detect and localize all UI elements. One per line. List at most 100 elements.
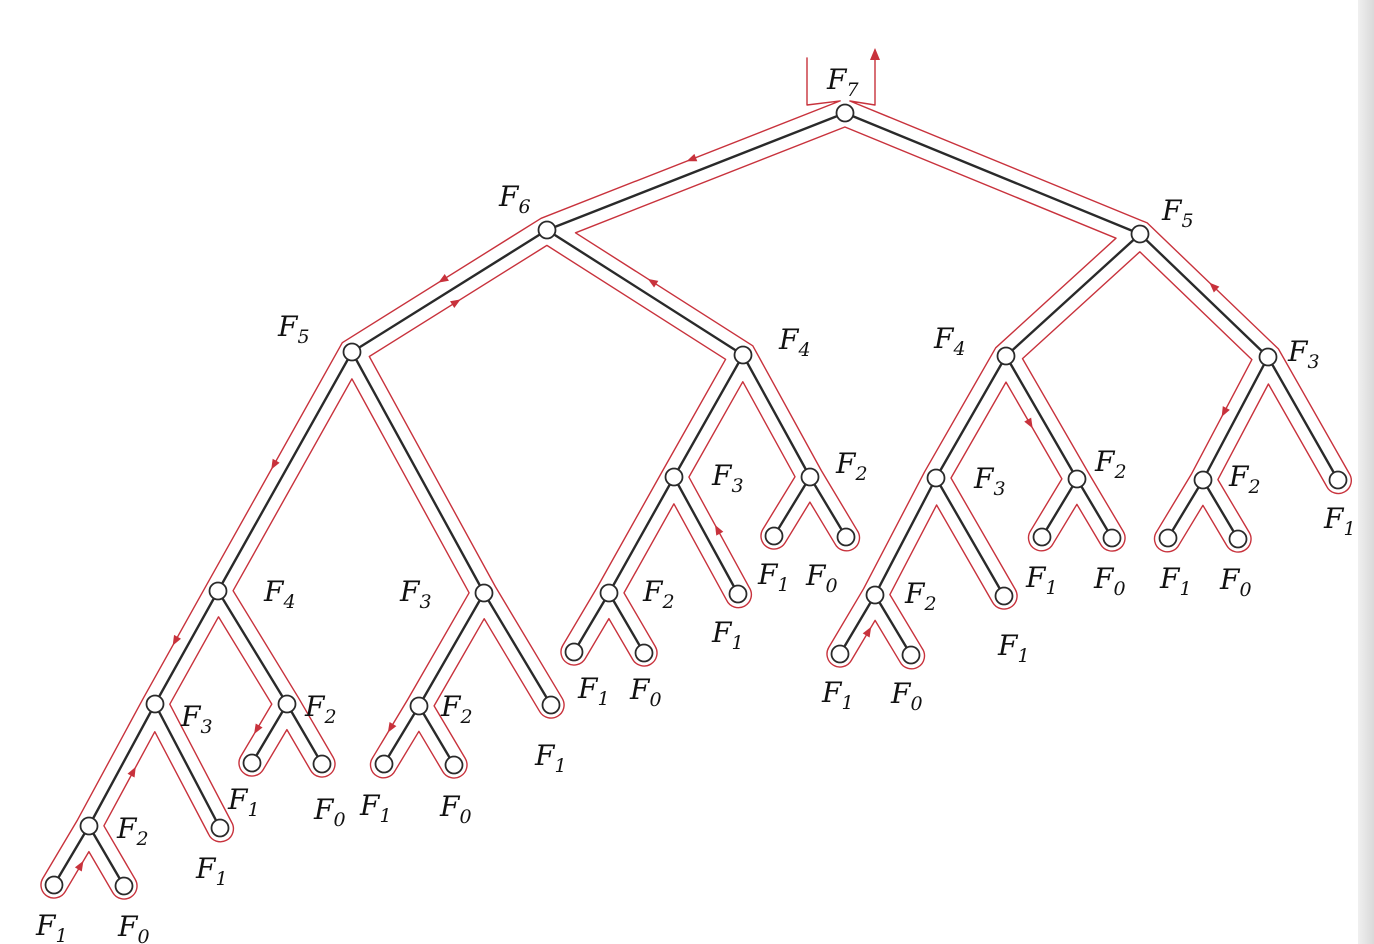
call-node-f1	[44, 875, 64, 895]
call-node-f2	[277, 694, 297, 714]
call-node-f2	[409, 696, 429, 716]
label-subscript: 2	[459, 706, 472, 728]
tree-edge	[382, 704, 421, 766]
call-node-f5	[1130, 224, 1150, 244]
call-node-f4	[733, 345, 753, 365]
call-node-f1	[541, 695, 561, 715]
label-subscript: 1	[1017, 645, 1029, 667]
call-node-f0	[836, 527, 856, 547]
node-label-f1: F1	[711, 616, 744, 654]
node-label-f0: F0	[117, 910, 150, 944]
traversal-arrowhead	[438, 273, 449, 283]
call-node-f1	[1328, 470, 1348, 490]
node-label-f1: F1	[35, 909, 68, 944]
tree-edge	[741, 353, 812, 479]
label-letter: F	[304, 690, 326, 723]
call-node-f2	[1193, 470, 1213, 490]
tree-edge	[838, 593, 877, 656]
label-letter: F	[757, 558, 779, 591]
call-node-f3	[1258, 347, 1278, 367]
label-subscript: 0	[649, 689, 661, 711]
label-subscript: 4	[952, 338, 965, 360]
node-label-f2: F2	[1228, 460, 1261, 498]
label-letter: F	[778, 323, 800, 356]
node-label-f1: F1	[1159, 562, 1192, 600]
tree-edge	[545, 111, 847, 232]
label-subscript: 0	[333, 809, 345, 831]
label-subscript: 1	[777, 574, 789, 596]
label-letter: F	[35, 909, 57, 942]
node-label-f2: F2	[835, 447, 868, 485]
node-label-f6: F6	[498, 180, 531, 218]
node-label-f4: F4	[263, 575, 296, 613]
tree-edge	[153, 589, 220, 706]
label-subscript: 3	[731, 475, 743, 497]
tree-edge	[350, 350, 486, 595]
label-letter: F	[629, 673, 651, 706]
label-letter: F	[498, 180, 520, 213]
label-letter: F	[711, 616, 733, 649]
node-label-f0: F0	[629, 673, 662, 711]
label-subscript: 1	[55, 925, 67, 944]
label-letter: F	[277, 310, 299, 343]
label-letter: F	[642, 575, 664, 608]
tree-edge	[934, 354, 1008, 480]
page-edge-shadow	[1358, 0, 1374, 944]
node-label-f3: F3	[399, 575, 432, 613]
tree-edge	[572, 591, 611, 654]
label-subscript: 1	[215, 868, 227, 890]
call-node-f1	[1032, 527, 1052, 547]
tree-edge	[1040, 477, 1079, 539]
label-subscript: 1	[379, 805, 391, 827]
label-subscript: 2	[1247, 476, 1260, 498]
call-node-f5	[342, 342, 362, 362]
label-subscript: 7	[846, 79, 859, 101]
label-subscript: 0	[1239, 579, 1251, 601]
node-label-f3: F3	[711, 459, 744, 497]
traversal-arrowhead	[647, 278, 659, 288]
tree-edge	[1201, 355, 1270, 482]
call-node-f7	[835, 103, 855, 123]
label-letter: F	[805, 559, 827, 592]
label-letter: F	[116, 812, 138, 845]
node-label-f1: F1	[997, 629, 1030, 667]
node-label-f2: F2	[440, 690, 473, 728]
node-label-f1: F1	[757, 558, 790, 596]
node-label-f2: F2	[116, 812, 149, 850]
label-letter: F	[826, 63, 848, 96]
tree-edge	[1004, 232, 1142, 358]
tree-edge	[843, 111, 1142, 236]
label-letter: F	[399, 575, 421, 608]
label-letter: F	[1219, 563, 1241, 596]
tree-edge	[607, 475, 676, 595]
traversal-exit-arrow	[870, 48, 880, 60]
tree-edge	[417, 591, 486, 708]
traversal-arrowhead	[74, 860, 84, 872]
label-subscript: 1	[247, 799, 259, 821]
traversal-arrowhead	[862, 626, 872, 638]
label-subscript: 1	[1343, 518, 1355, 540]
tree-edge	[216, 589, 289, 706]
call-node-f1	[764, 526, 784, 546]
call-node-f2	[800, 467, 820, 487]
call-node-f2	[1067, 469, 1087, 489]
node-label-f1: F1	[1323, 502, 1356, 540]
label-letter: F	[180, 700, 202, 733]
tree-edge	[934, 476, 1006, 598]
label-subscript: 2	[923, 593, 936, 615]
label-letter: F	[534, 739, 556, 772]
tree-edge	[216, 350, 354, 593]
label-subscript: 0	[137, 926, 149, 944]
node-label-f1: F1	[195, 852, 228, 890]
label-subscript: 2	[854, 463, 867, 485]
label-subscript: 0	[910, 693, 922, 715]
label-letter: F	[1093, 562, 1115, 595]
label-letter: F	[117, 910, 139, 943]
label-subscript: 3	[419, 591, 431, 613]
label-letter: F	[263, 575, 285, 608]
label-subscript: 2	[661, 591, 674, 613]
tree-edge	[545, 228, 745, 357]
label-letter: F	[1323, 502, 1345, 535]
tree-edge	[1166, 478, 1205, 540]
tree-edge	[1004, 354, 1079, 481]
